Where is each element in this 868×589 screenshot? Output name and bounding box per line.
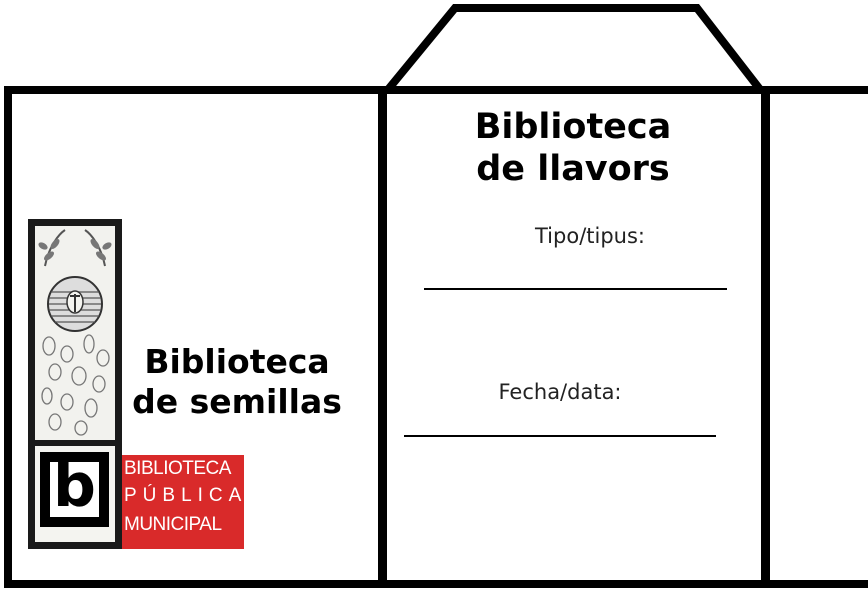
fecha-write-line: [404, 435, 716, 437]
middle-panel: [379, 86, 769, 588]
logo-engraving-image: [35, 226, 115, 440]
tipo-write-line: [424, 288, 727, 290]
right-panel: [762, 86, 868, 588]
logo-text-line2: PÚBLICA: [124, 485, 248, 506]
tipo-label: Tipo/tipus:: [535, 224, 645, 248]
middle-title-line2: de llavors: [476, 149, 670, 189]
logo-b-letter: b: [53, 451, 96, 521]
middle-title-line1: Biblioteca: [474, 107, 672, 147]
left-title: Biblioteca de semillas: [124, 342, 350, 421]
logo-red-block: [122, 455, 244, 549]
logo-text-line3: MUNICIPAL: [124, 514, 222, 535]
middle-title: Biblioteca de llavors: [383, 106, 763, 190]
left-title-line1: Biblioteca: [144, 342, 330, 381]
fecha-label: Fecha/data:: [498, 380, 622, 404]
logo-b-inner: [50, 462, 99, 517]
logo-text-line1: BIBLIOTECA: [124, 458, 231, 479]
left-title-line2: de semillas: [132, 381, 342, 421]
top-flap: [382, 4, 766, 95]
